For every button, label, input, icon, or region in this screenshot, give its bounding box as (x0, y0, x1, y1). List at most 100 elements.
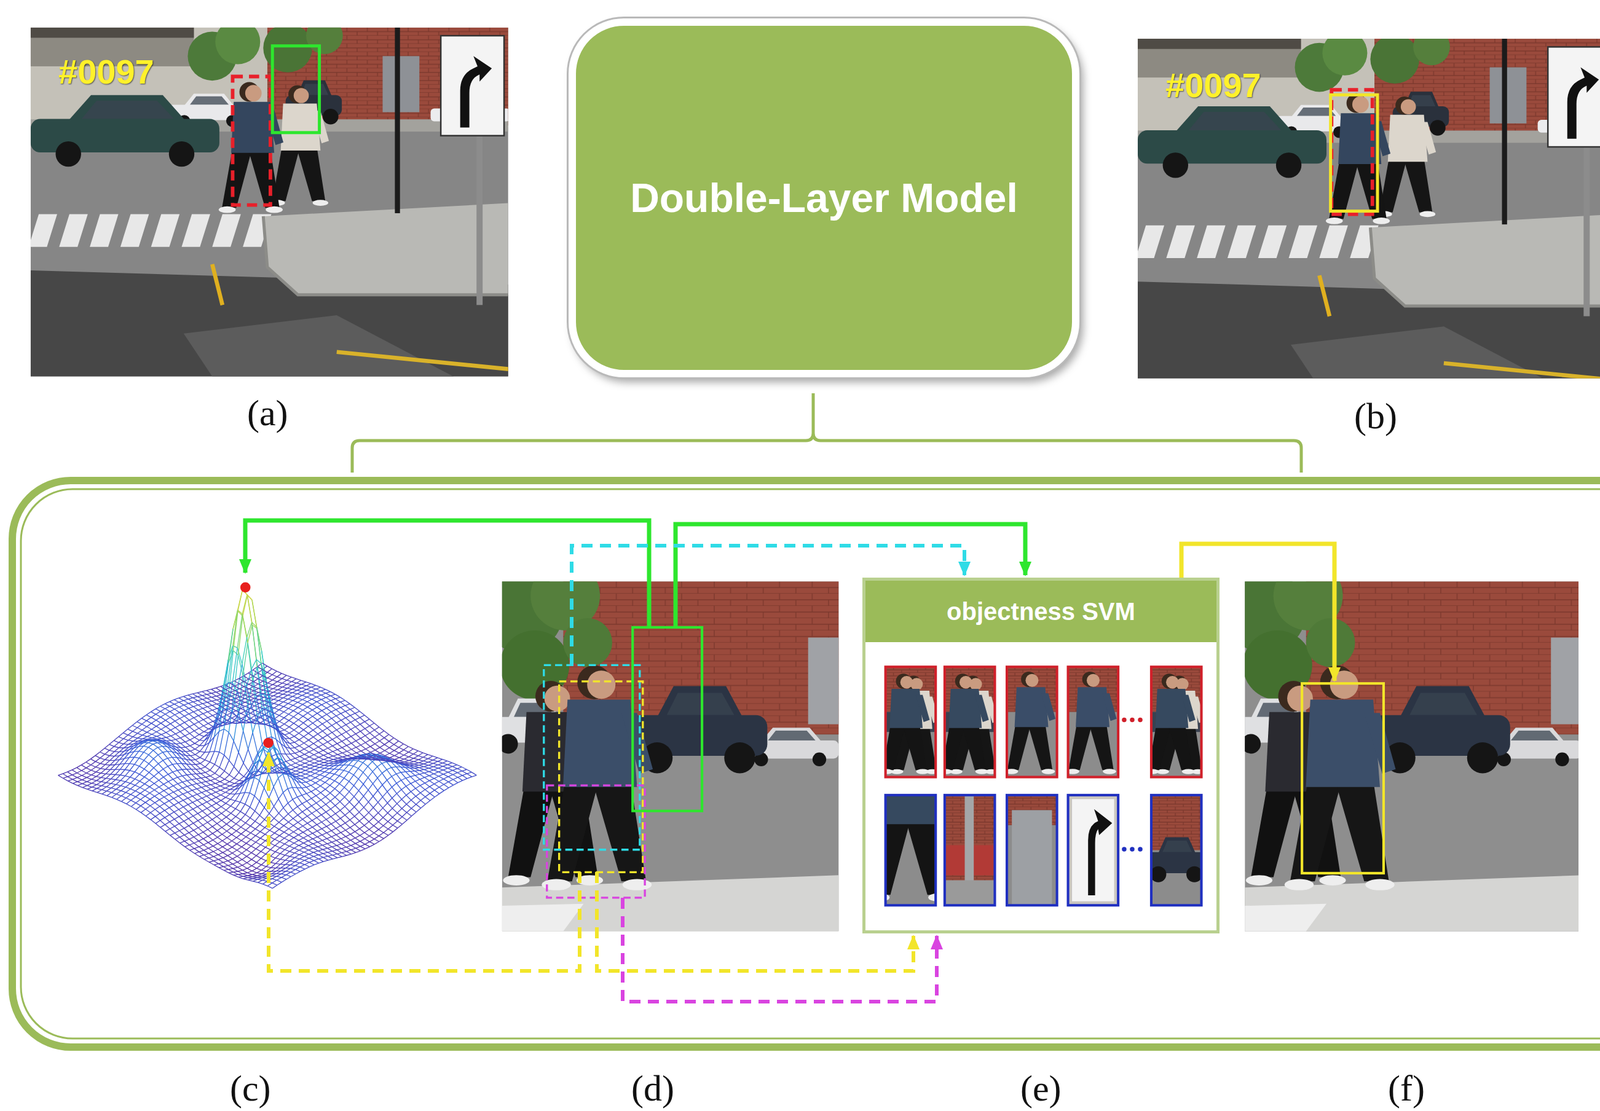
mesh-line (90, 770, 96, 773)
mesh-line (309, 858, 315, 862)
pedestrian (1284, 665, 1396, 891)
mesh-line (124, 757, 130, 760)
mesh-line (186, 759, 192, 765)
mesh-line (271, 878, 277, 881)
mesh-line (145, 790, 150, 794)
mesh-line (191, 774, 197, 779)
mesh-line (128, 743, 134, 745)
mesh-line (160, 820, 166, 825)
mesh-line (157, 746, 163, 748)
mesh-line (125, 776, 131, 778)
mesh-line (335, 697, 341, 700)
mesh-line (274, 839, 280, 843)
shoe (1365, 879, 1395, 891)
mesh-line (105, 769, 111, 774)
mesh-line (212, 700, 217, 702)
mesh-line (161, 738, 167, 742)
mesh-line (273, 700, 279, 704)
mesh-line (269, 830, 275, 833)
mesh-line (307, 816, 313, 821)
mesh-line (220, 776, 225, 780)
mesh-line (284, 850, 290, 852)
mesh-line (188, 701, 194, 704)
mesh-line (184, 841, 190, 846)
mesh-line (143, 740, 149, 742)
mesh-line (183, 807, 189, 812)
bounding-box (559, 681, 643, 873)
mesh-line (235, 800, 241, 803)
mesh-line (232, 868, 238, 872)
mesh-line (230, 806, 236, 809)
mesh-line (148, 764, 154, 769)
mesh-line (199, 751, 205, 753)
mesh-line (186, 756, 192, 761)
mesh-line (196, 783, 202, 788)
photo-content (1137, 38, 1600, 379)
car-window (767, 730, 816, 741)
shoe (312, 199, 329, 206)
mesh-line (109, 750, 115, 752)
mesh-line (210, 784, 216, 789)
mesh-line (144, 784, 150, 788)
mesh-line (194, 848, 200, 852)
mesh-line (314, 860, 320, 864)
mesh-line (346, 847, 351, 851)
mesh-line (145, 812, 151, 816)
mesh-line (237, 850, 243, 854)
mesh-line (119, 754, 125, 760)
mesh-line (169, 800, 174, 806)
mesh-line (148, 741, 154, 744)
mesh-line (110, 756, 115, 761)
mesh-line (127, 729, 133, 733)
mesh-line (162, 746, 168, 752)
car-window (1409, 693, 1478, 716)
mesh-line (219, 755, 225, 768)
mesh-line (251, 721, 257, 724)
mesh-line (205, 784, 211, 787)
mesh-line (255, 821, 261, 825)
mesh-line (327, 839, 332, 843)
mesh-line (288, 723, 294, 728)
mesh-line (169, 798, 174, 801)
mesh-line (102, 794, 107, 797)
car-window (81, 100, 174, 120)
mesh-line (141, 714, 147, 718)
mesh-line (191, 780, 197, 785)
mesh-line (306, 687, 312, 690)
mesh-line (202, 698, 208, 700)
mesh-line (116, 780, 122, 785)
mesh-line (154, 793, 160, 797)
mesh-line (311, 689, 317, 691)
mesh-line (290, 872, 296, 875)
mesh-line (190, 756, 196, 761)
mesh-line (173, 805, 179, 810)
mesh-line (150, 809, 156, 813)
shape (306, 27, 343, 55)
mesh-line (178, 788, 184, 790)
mesh-line (193, 700, 198, 702)
mesh-line (175, 738, 181, 741)
mesh-line (171, 748, 177, 753)
mesh-line (293, 702, 299, 706)
mesh-line (97, 789, 103, 793)
mesh-line (153, 743, 158, 745)
mesh-line (105, 759, 111, 761)
mesh-line (177, 783, 183, 789)
mesh-line (231, 813, 237, 817)
mesh-line (229, 767, 235, 776)
mesh-line (142, 736, 148, 740)
mesh-line (229, 778, 235, 783)
mesh-line (341, 848, 347, 852)
mesh-line (249, 792, 255, 797)
mesh-line (196, 789, 202, 793)
mesh-line (158, 760, 164, 764)
mesh-line (123, 735, 129, 739)
mesh-line (127, 731, 133, 736)
mesh-line (129, 751, 134, 753)
mesh-line (164, 794, 170, 798)
mesh-line (141, 718, 147, 722)
shape (1547, 46, 1600, 147)
mesh-line (126, 803, 132, 807)
mesh-line (227, 850, 233, 854)
mesh-line (174, 833, 180, 838)
